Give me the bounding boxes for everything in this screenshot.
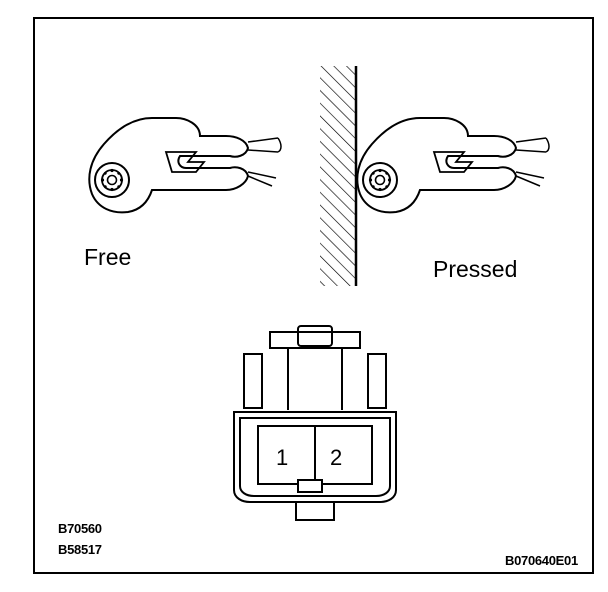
part-code-top: B70560 [58, 521, 102, 536]
switch-free-illustration [88, 117, 282, 214]
free-label: Free [84, 244, 132, 270]
switch-pressed-illustration [356, 117, 550, 214]
wall-hatching [320, 66, 356, 286]
pin-2-label: 2 [330, 445, 343, 470]
illustration-code: B070640E01 [505, 553, 578, 568]
part-code-bottom: B58517 [58, 542, 102, 557]
connector-illustration [233, 325, 397, 521]
pressed-label: Pressed [433, 256, 518, 282]
pin-1-label: 1 [276, 445, 289, 470]
diagram-frame [33, 17, 594, 574]
